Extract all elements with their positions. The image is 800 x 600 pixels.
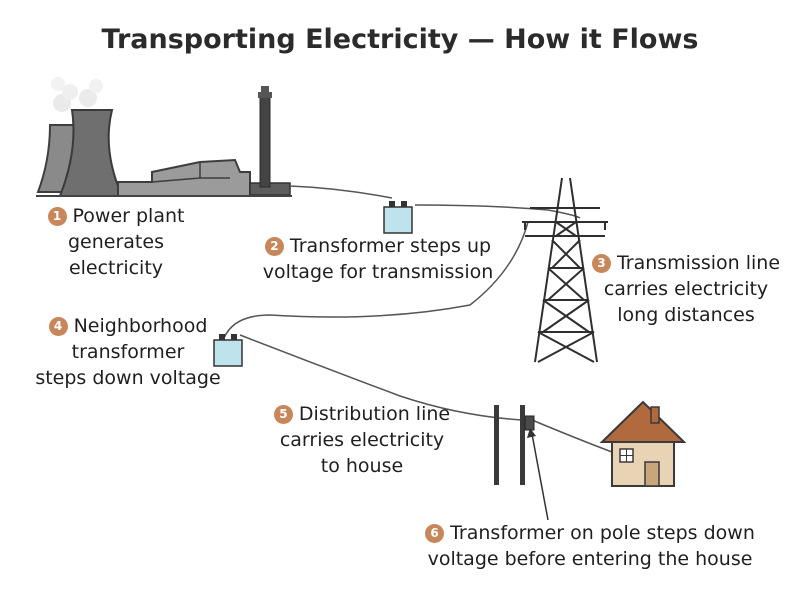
steam-plume xyxy=(51,77,103,112)
utility-pole-icon xyxy=(494,405,535,485)
step-6-badge: 6 xyxy=(425,524,445,543)
step-5-badge: 5 xyxy=(273,405,293,424)
step-3-badge: 3 xyxy=(591,254,611,273)
smokestack-icon xyxy=(258,86,272,188)
house-icon xyxy=(599,400,687,487)
power-line xyxy=(289,185,393,199)
pointer-arrow xyxy=(527,428,549,521)
distribution-line xyxy=(239,334,523,421)
step-2-badge: 2 xyxy=(264,237,284,256)
step-4-badge: 4 xyxy=(48,317,68,336)
transmission-tower-icon xyxy=(522,177,608,363)
step-1-badge: 1 xyxy=(47,207,67,226)
transformer-icon xyxy=(213,334,243,367)
page-title: Transporting Electricity — How it Flows xyxy=(101,24,699,55)
transformer-icon xyxy=(383,201,413,234)
distribution-line xyxy=(531,419,613,453)
transmission-line xyxy=(414,204,581,219)
transmission-line xyxy=(223,221,529,339)
